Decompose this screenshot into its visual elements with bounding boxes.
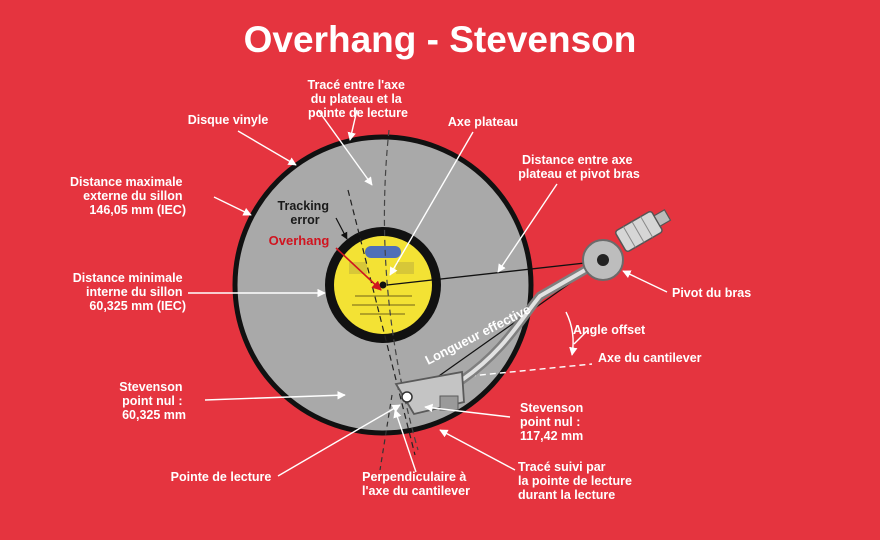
spindle-center [379, 281, 387, 289]
perpendicular-line [379, 394, 393, 471]
label-angle-offset: Angle offset [573, 323, 646, 337]
spindle-to-stylus-line [347, 189, 416, 456]
label-logo [365, 246, 401, 258]
label-distance-minimale: Distance minimale interne du sillon 60,3… [73, 271, 186, 313]
headshell [394, 370, 465, 416]
label-axe-cantilever: Axe du cantilever [598, 351, 702, 365]
label-distance-maximale: Distance maximale externe du sillon 146,… [70, 175, 186, 217]
label-trace-axe-plateau: Tracé entre l'axe du plateau et la point… [308, 78, 409, 120]
counterweight [615, 208, 672, 253]
label-axe-plateau: Axe plateau [448, 115, 518, 129]
label-distance-axe-pivot: Distance entre axe plateau et pivot bras [518, 153, 640, 181]
page-title: Overhang - Stevenson [244, 19, 637, 60]
tracking-path-arc [383, 129, 419, 451]
stylus-tip [401, 391, 413, 403]
label-tracking-error: Tracking error [278, 199, 333, 227]
label-overhang: Overhang [269, 233, 330, 248]
label-pointe-lecture: Pointe de lecture [171, 470, 272, 484]
angle-offset-arc [565, 311, 578, 356]
label-perpendiculaire: Perpendiculaire à l'axe du cantilever [362, 470, 470, 498]
tonearm[interactable] [394, 205, 673, 416]
label-stevenson-right: Stevenson point nul : 117,42 mm [520, 401, 587, 443]
label-disque-vinyle: Disque vinyle [188, 113, 269, 127]
label-stevenson-left: Stevenson point nul : 60,325 mm [119, 380, 186, 422]
label-pivot-bras: Pivot du bras [672, 286, 751, 300]
spindle-pivot-line [386, 260, 604, 286]
label-trace-suivi: Tracé suivi par la pointe de lecture dur… [518, 460, 635, 502]
vinyl-record [232, 134, 534, 436]
